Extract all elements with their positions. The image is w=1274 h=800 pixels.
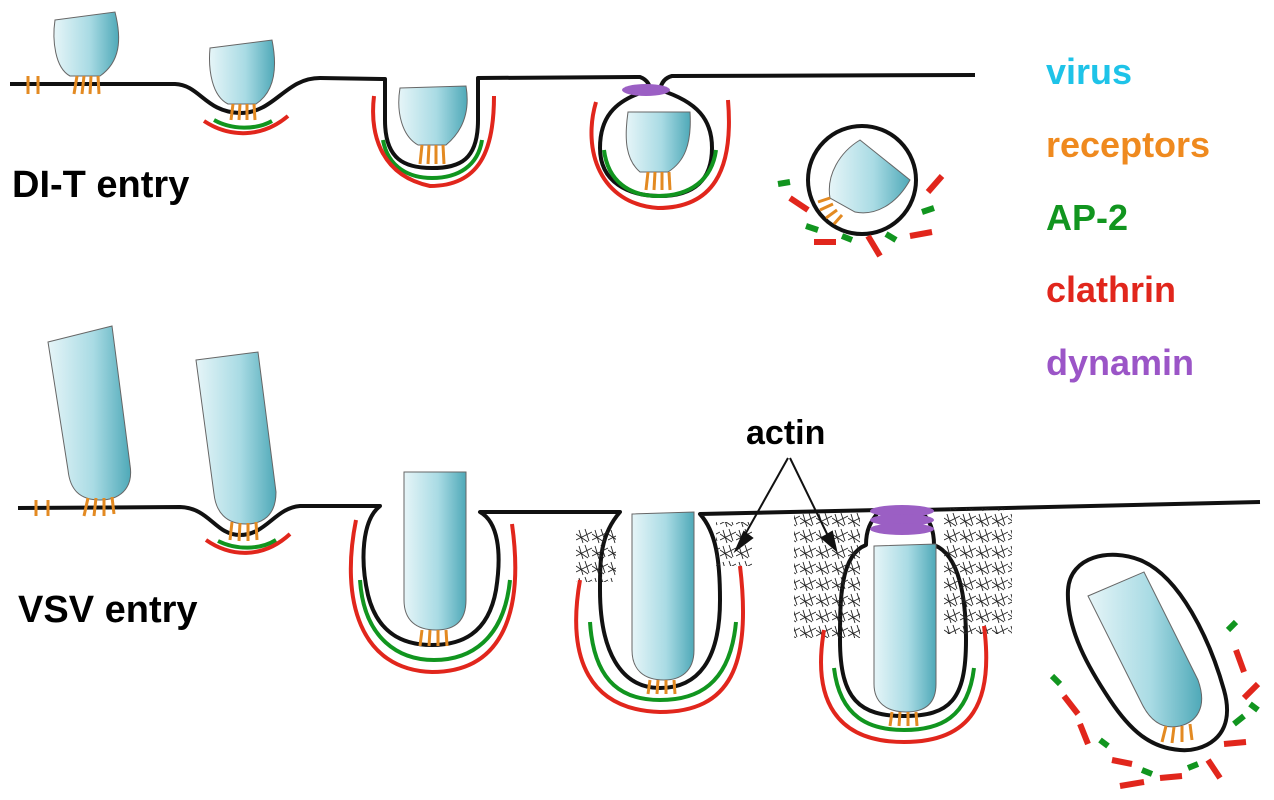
vsv-virus-3	[348, 471, 518, 675]
actin-pointers	[733, 457, 838, 554]
vsv-virus-4	[574, 511, 752, 715]
vsv-section-label: VSV entry	[18, 589, 198, 631]
vsv-virus-2	[195, 351, 292, 555]
legend-receptors: receptors	[1046, 124, 1210, 165]
legend-dynamin: dynamin	[1046, 342, 1194, 383]
actin-label: actin	[746, 414, 825, 452]
legend-clathrin: clathrin	[1046, 269, 1176, 310]
dit-virus-1	[26, 11, 120, 95]
vsv-row	[17, 325, 1261, 789]
dit-section-label: DI-T entry	[12, 164, 189, 206]
vsv-vesicle	[1049, 552, 1261, 789]
actin-filament-icon	[576, 528, 616, 582]
dit-vesicle	[777, 124, 945, 258]
dit-virus-2	[202, 39, 290, 136]
vsv-virus-1	[34, 325, 132, 517]
dit-row	[10, 11, 976, 258]
dit-virus-3	[371, 85, 496, 189]
legend-ap2: AP-2	[1046, 197, 1128, 238]
dynamin-ring-icon	[870, 505, 934, 535]
legend: virus receptors AP-2 clathrin dynamin	[1046, 51, 1210, 383]
dynamin-ring-icon	[622, 84, 670, 96]
legend-virus: virus	[1046, 51, 1132, 92]
vsv-virus-5	[794, 505, 1012, 745]
vsv-membrane	[17, 500, 1261, 718]
dit-virus-4	[589, 84, 731, 211]
